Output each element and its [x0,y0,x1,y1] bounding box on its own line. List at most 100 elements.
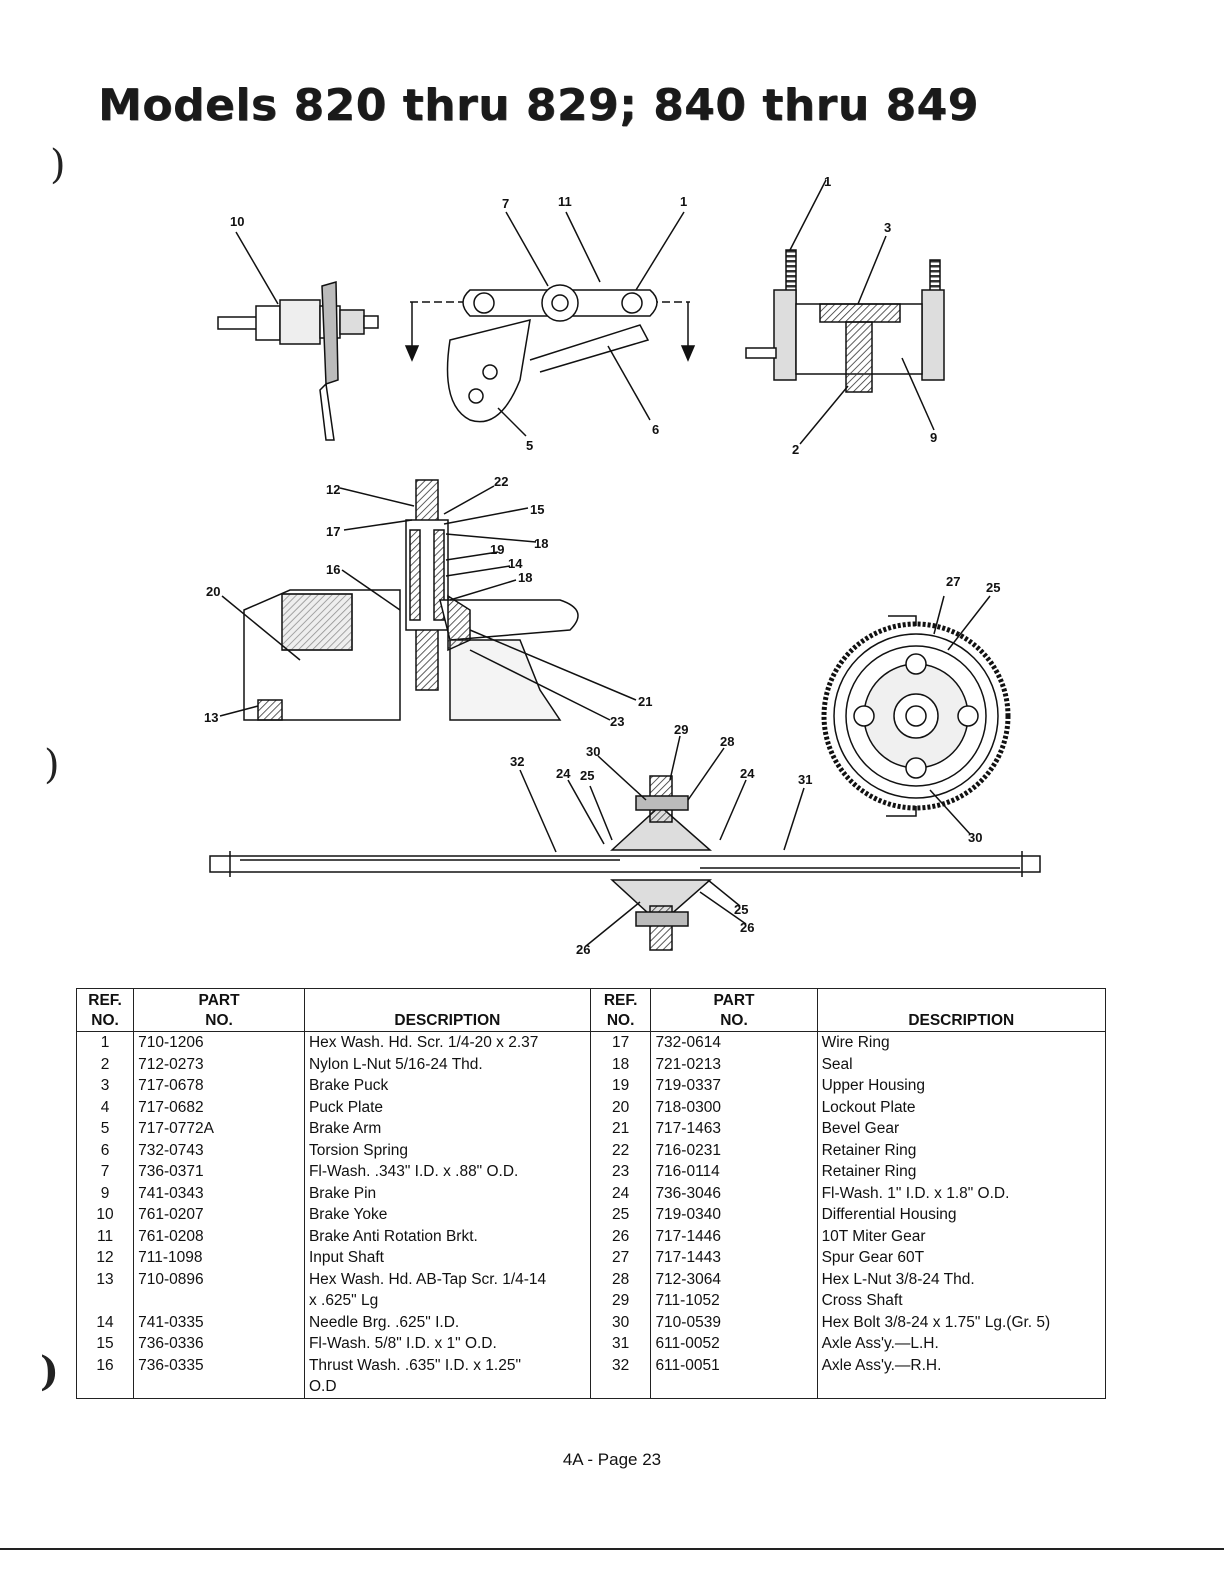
part-no-cell: 710-0539 [655,1313,721,1331]
ref-no-cell: 20 [590,1096,652,1118]
part-no-cell: 717-1443 [655,1249,721,1266]
callout-5: 5 [526,438,533,453]
callout-15: 15 [530,502,544,517]
description-cell: Bevel Gear [821,1120,900,1137]
callout-10: 10 [230,214,244,229]
blank-cell [762,1139,818,1161]
description-cell: Thrust Wash. .635" I.D. x 1.25" [304,1354,591,1376]
description-cell: 10T Miter Gear [821,1227,926,1245]
part-no-cell: 732-0743 [138,1141,204,1159]
ref-no-cell: 1 [76,1031,135,1054]
ref-no-cell: 31 [590,1333,652,1355]
callout-1: 1 [680,194,687,209]
description-cell: Hex Wash. Hd. Scr. 1/4-20 x 2.37 [304,1031,591,1054]
description-cell: O.D [304,1376,591,1398]
part-no-cell: 736-0335 [138,1356,204,1374]
description-cell [817,1376,1105,1398]
ref-no-cell [76,1290,135,1312]
callout-31: 31 [798,772,812,787]
blank-cell [253,1290,305,1312]
blank-cell [762,1225,818,1247]
description-cell: Cross Shaft [821,1292,903,1309]
ref-no-cell [590,1376,652,1398]
description-cell: Hex L-Nut 3/8-24 Thd. [821,1270,975,1288]
blank-cell [762,1311,818,1333]
brake-yoke-drawing [217,231,379,441]
callout-3: 3 [884,220,891,235]
callout-2: 2 [792,442,799,457]
margin-mark: ) [40,1348,59,1395]
part-no-cell: 717-0772A [138,1120,214,1137]
part-no-cell [651,1376,763,1398]
part-no-cell: 721-0213 [655,1055,721,1073]
blank-cell [253,1031,305,1054]
description-header: DESCRIPTION [817,988,1106,1032]
blank-cell [253,1225,305,1247]
description-cell: Retainer Ring [821,1141,917,1159]
brake-arm-drawing [404,211,696,437]
callout-29: 29 [674,722,688,737]
blank-cell [253,1075,305,1097]
callout-16: 16 [326,562,340,577]
part-no-cell: 717-0678 [138,1077,204,1094]
callout-26: 26 [740,920,754,935]
callout-24: 24 [740,766,755,781]
ref-no-cell: 19 [590,1075,652,1097]
ref-no-cell: 4 [76,1096,135,1118]
ref-no-cell: 11 [76,1225,135,1247]
ref-no-cell: 23 [590,1161,652,1183]
ref-no-cell: 14 [76,1311,135,1333]
callout-9: 9 [930,430,937,445]
ref-no-cell: 6 [76,1139,135,1161]
ref-no-cell: 21 [590,1118,652,1140]
part-no-header: PART NO. [133,988,305,1032]
callout-18: 18 [534,536,548,551]
ref-no-header: REF. NO. [590,988,652,1032]
part-no-cell: 717-1463 [655,1120,721,1137]
axle-differential-drawing [209,735,1041,951]
part-no-cell: 710-0896 [138,1270,204,1288]
part-no-cell: 712-0273 [138,1055,204,1073]
description-cell: Lockout Plate [821,1098,916,1116]
part-no-cell: 736-0371 [138,1163,204,1180]
blank-cell [253,1311,305,1333]
part-no-cell: 736-0336 [138,1335,204,1352]
description-cell: Differential Housing [821,1206,957,1223]
ref-no-cell: 9 [76,1182,135,1204]
ref-no-cell: 15 [76,1333,135,1355]
blank-cell [762,1075,818,1097]
part-no-cell: 712-3064 [655,1270,721,1288]
ref-no-cell: 26 [590,1225,652,1247]
callout-7: 7 [502,196,509,211]
ref-no-cell: 28 [590,1268,652,1290]
blank-cell [762,1096,818,1118]
callout-25: 25 [580,768,594,783]
description-cell: Brake Anti Rotation Brkt. [304,1225,591,1247]
description-header: DESCRIPTION [304,988,591,1032]
ref-header-top: REF. [603,992,638,1009]
description-cell: Fl-Wash. 5/8" I.D. x 1" O.D. [304,1333,591,1355]
blank-cell [253,1247,305,1269]
callout-21: 21 [638,694,652,709]
blank-cell [762,1204,818,1226]
part-no-cell: 732-0614 [655,1034,721,1051]
description-cell: Fl-Wash. .343" I.D. x .88" O.D. [304,1161,591,1183]
blank-cell [762,1290,818,1312]
blank-cell [762,1053,818,1075]
margin-mark: ) [44,742,60,788]
part-no-header: PART NO. [650,988,818,1032]
part-no-cell [134,1290,254,1312]
callout-25: 25 [734,902,748,917]
description-cell: Brake Pin [304,1182,591,1204]
part-header-bottom: NO. [720,1012,748,1029]
blank-cell [762,1031,818,1054]
transmission-section-drawing [219,479,637,721]
blank-cell [762,1182,818,1204]
